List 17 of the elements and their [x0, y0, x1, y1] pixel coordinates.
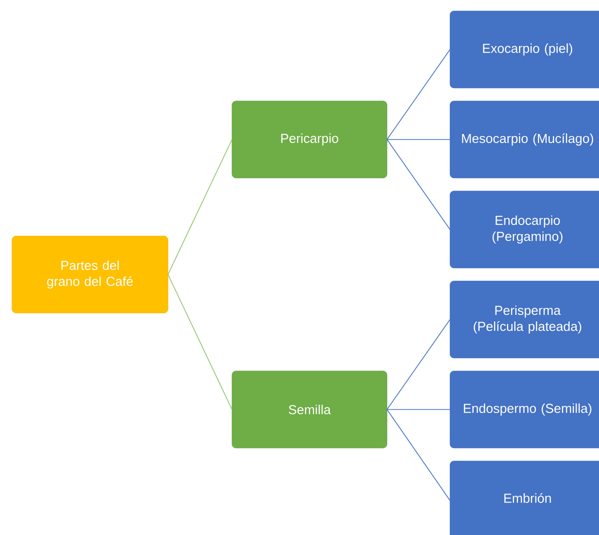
root-box: Partes del grano del Café	[12, 236, 168, 314]
connector-line	[386, 409, 450, 410]
connector-line	[168, 274, 232, 410]
connector-line	[386, 319, 450, 410]
part-box: Endospermo (Semilla)	[450, 370, 599, 448]
part-box: Endocarpio (Pergamino)	[450, 190, 599, 268]
connector-line	[386, 49, 450, 140]
category-box: Pericarpio	[232, 100, 388, 178]
connector-line	[386, 139, 450, 140]
part-box: Mesocarpio (Mucílago)	[450, 100, 599, 178]
category-box: Semilla	[232, 370, 388, 448]
connector-line	[386, 409, 450, 501]
part-box: Exocarpio (piel)	[450, 10, 599, 88]
part-box: Embrión	[450, 460, 599, 535]
connector-line	[386, 139, 450, 230]
part-box: Perisperma (Película plateada)	[450, 280, 599, 358]
connector-line	[168, 139, 232, 275]
